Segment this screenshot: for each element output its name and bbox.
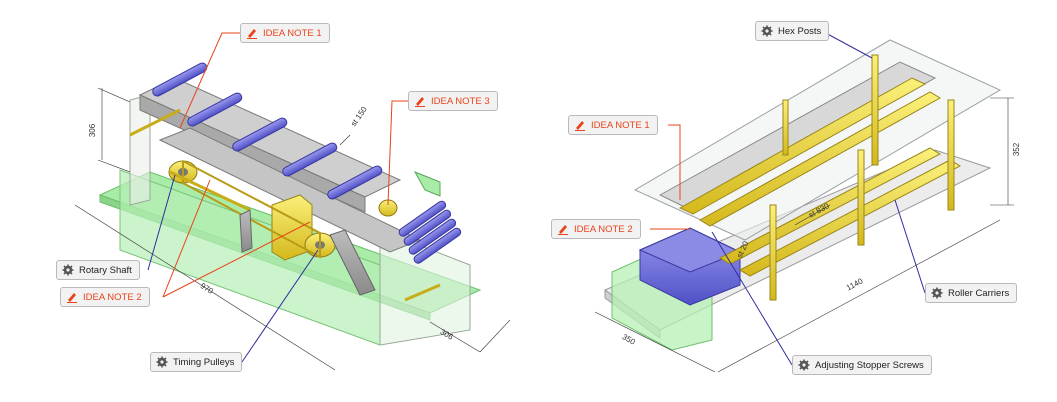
callout-label: IDEA NOTE 1: [263, 27, 322, 39]
leader-hex-posts: [821, 30, 873, 59]
right-assembly: [594, 39, 1014, 373]
callout-rotary-shaft: Rotary Shaft: [56, 260, 140, 280]
hex-posts-shapes: [769, 54, 955, 301]
front-rollers: [398, 200, 462, 264]
leader-left-idea-3: [387, 100, 408, 206]
leader-left-idea-2b: [162, 221, 311, 298]
timing-belt: [182, 160, 321, 259]
callout-label: IDEA NOTE 2: [83, 291, 142, 303]
pencil-icon: [247, 29, 257, 39]
rotary-shafts: [129, 108, 441, 302]
pencil-icon: [575, 121, 585, 131]
rear-plate: [379, 229, 471, 346]
gear-icon: [62, 264, 74, 276]
callout-label: Timing Pulleys: [173, 356, 235, 368]
callout-label: Adjusting Stopper Screws: [815, 359, 924, 371]
pencil-icon: [67, 293, 77, 303]
gear-icon: [761, 25, 773, 37]
dimension-lines-right: [594, 97, 1014, 373]
callout-timing-pulleys: Timing Pulleys: [150, 352, 243, 372]
leader-lines: [147, 30, 926, 366]
callout-label: Rotary Shaft: [79, 264, 132, 276]
callout-adjusting-stopper-screws: Adjusting Stopper Screws: [792, 355, 932, 375]
leader-timing-pulleys: [241, 249, 319, 363]
callout-left-idea-note-1: IDEA NOTE 1: [240, 23, 330, 43]
leader-roller-carriers: [894, 199, 926, 294]
leader-rotary-shaft: [147, 174, 176, 271]
top-rollers: [152, 62, 383, 200]
dim-left-height: 306: [88, 123, 98, 138]
pencil-icon: [415, 97, 425, 107]
callout-roller-carriers: Roller Carriers: [925, 283, 1018, 303]
gear-icon: [156, 356, 168, 368]
arms: [239, 209, 376, 296]
callout-label: Hex Posts: [778, 25, 822, 37]
left-assembly: [74, 62, 511, 371]
callout-left-idea-note-3: IDEA NOTE 3: [408, 91, 498, 111]
dim-right-height: 352: [1012, 142, 1022, 157]
leader-left-idea-2a: [162, 179, 211, 298]
callout-left-idea-note-2: IDEA NOTE 2: [60, 287, 150, 307]
callout-label: IDEA NOTE 1: [591, 119, 650, 131]
gear-icon: [798, 359, 810, 371]
dimension-lines: [74, 87, 511, 371]
green-bracket: [413, 171, 441, 197]
callout-right-idea-note-2: IDEA NOTE 2: [551, 219, 641, 239]
callout-label: Roller Carriers: [948, 287, 1010, 299]
leader-stopper-screws: [711, 231, 793, 366]
callout-label: IDEA NOTE 2: [574, 223, 633, 235]
callout-hex-posts: Hex Posts: [755, 21, 830, 41]
callout-right-idea-note-1: IDEA NOTE 1: [568, 115, 658, 135]
pencil-icon: [558, 225, 568, 235]
leader-right-idea-1: [668, 124, 681, 200]
callout-label: IDEA NOTE 3: [431, 95, 490, 107]
top-rails: [658, 61, 941, 227]
gear-icon: [931, 287, 943, 299]
leader-left-idea-1: [179, 32, 240, 129]
